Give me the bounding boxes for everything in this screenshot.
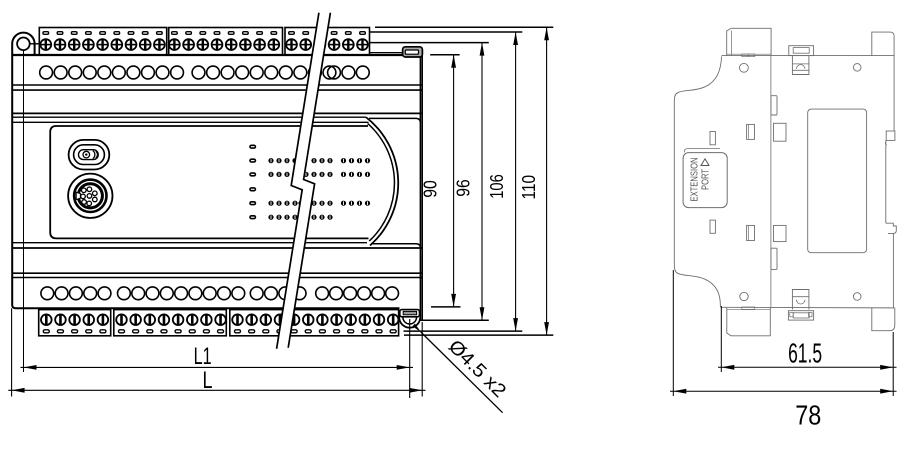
svg-text:EXTENSION: EXTENSION [689, 158, 701, 202]
svg-text:90: 90 [420, 180, 440, 198]
svg-text:L: L [203, 367, 213, 394]
svg-text:78: 78 [795, 399, 821, 430]
svg-text:106: 106 [487, 174, 507, 199]
svg-text:L1: L1 [194, 343, 212, 370]
svg-text:61.5: 61.5 [788, 338, 822, 369]
svg-text:PORT: PORT [700, 169, 712, 190]
svg-text:96: 96 [454, 179, 474, 197]
svg-text:110: 110 [519, 175, 539, 200]
